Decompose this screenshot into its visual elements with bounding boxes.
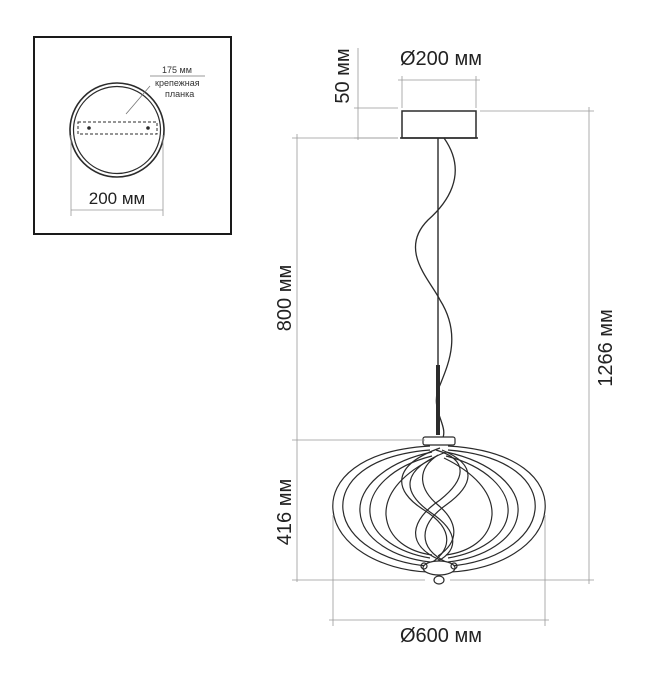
inset-leader-line: [125, 85, 151, 115]
inset-panel: 175 мм крепежная планка 200 мм: [33, 36, 232, 235]
shade-height-label: 416 мм: [274, 479, 296, 545]
shade-diameter-dimension: Ø600 мм: [329, 515, 549, 647]
cable-sleeve: [436, 365, 440, 435]
inset-canopy-outer-circle: [69, 82, 165, 178]
inset-width-label: 200 мм: [89, 189, 145, 208]
canopy-height-dimension: 50 мм: [332, 48, 398, 140]
power-cord: [414, 137, 456, 441]
suspension: [414, 137, 456, 441]
cable-length-dimension: 800 мм: [274, 134, 425, 441]
canopy-diameter-dimension: Ø200 мм: [398, 48, 482, 108]
inset-bracket-length: 175 мм: [162, 65, 192, 75]
inset-bracket-hole-left: [87, 126, 91, 130]
canopy-diameter-label: Ø200 мм: [400, 48, 482, 70]
total-height-label: 1266 мм: [595, 309, 617, 387]
shade-bottom-hub: [422, 560, 456, 576]
inset-bracket-hole-right: [146, 126, 150, 130]
inset-mounting-bracket: [77, 121, 158, 135]
inset-canopy-inner-circle: [72, 85, 162, 175]
inset-bracket-label-1: крепежная: [155, 78, 200, 88]
inset-frame: [33, 36, 232, 235]
lamp-shade: [332, 436, 546, 585]
canopy: [400, 110, 478, 139]
inset-bracket-label-2: планка: [165, 89, 194, 99]
canopy-body: [401, 110, 477, 139]
shade-height-dimension: 416 мм: [274, 440, 425, 582]
canopy-height-label: 50 мм: [332, 48, 354, 103]
shade-finial: [433, 575, 445, 585]
shade-top-cap: [422, 436, 456, 446]
total-height-dimension: 1266 мм: [450, 107, 617, 584]
shade-diameter-label: Ø600 мм: [400, 625, 482, 647]
cable-length-label: 800 мм: [274, 265, 296, 331]
